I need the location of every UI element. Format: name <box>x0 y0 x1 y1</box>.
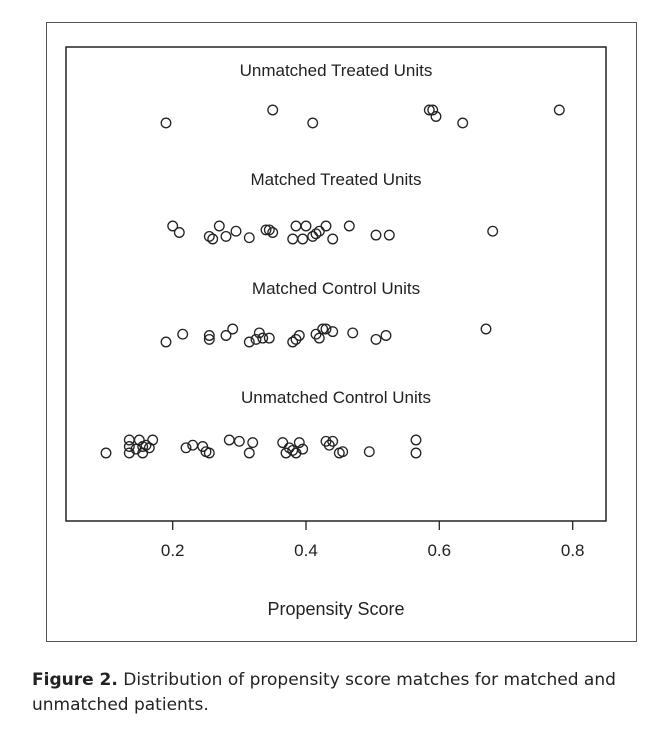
data-point <box>553 104 565 116</box>
data-point <box>233 435 245 447</box>
x-axis: 0.2 0.4 0.6 0.8 <box>161 521 585 560</box>
data-point <box>180 442 192 454</box>
data-point <box>480 323 492 335</box>
group-label: Matched Control Units <box>252 279 420 298</box>
data-point <box>207 233 219 245</box>
data-point <box>423 104 435 116</box>
data-point <box>307 230 319 242</box>
data-point <box>313 225 325 237</box>
data-point <box>380 330 392 341</box>
data-point <box>173 227 185 238</box>
data-point <box>227 323 239 335</box>
data-points <box>100 104 565 459</box>
figure-number: Figure 2. <box>32 670 118 690</box>
data-point <box>203 333 215 345</box>
data-point <box>230 225 242 237</box>
data-point <box>287 336 299 348</box>
data-point <box>297 233 309 245</box>
data-point <box>310 228 322 240</box>
data-point <box>343 220 355 232</box>
data-point <box>370 229 382 241</box>
data-point <box>160 336 172 348</box>
data-point <box>160 117 172 129</box>
data-point <box>320 220 332 232</box>
data-point <box>363 446 375 458</box>
data-point <box>457 117 469 129</box>
data-point <box>383 229 395 241</box>
data-point <box>267 227 279 238</box>
figure-caption: Figure 2. Distribution of propensity sco… <box>32 668 632 718</box>
group-label: Unmatched Treated Units <box>240 61 433 80</box>
x-tick-label: 0.2 <box>161 541 185 560</box>
data-point <box>260 224 272 236</box>
data-point <box>323 439 335 451</box>
plot-area-border <box>65 46 607 522</box>
data-point <box>203 447 215 459</box>
data-point <box>313 332 325 344</box>
data-point <box>410 434 422 446</box>
data-point <box>293 437 305 449</box>
data-point <box>297 443 309 455</box>
x-axis-label: Propensity Score <box>267 599 404 619</box>
data-point <box>220 230 232 242</box>
data-point <box>267 104 279 116</box>
data-point <box>327 326 339 338</box>
data-point <box>430 111 442 122</box>
data-point <box>203 330 215 341</box>
data-point <box>247 437 259 449</box>
data-point <box>427 104 439 116</box>
data-point <box>220 330 232 341</box>
caption-text: Distribution of propensity score matches… <box>32 670 616 715</box>
data-point <box>203 230 215 242</box>
data-point <box>243 447 255 459</box>
x-tick-label: 0.4 <box>294 541 318 560</box>
x-tick-label: 0.6 <box>427 541 451 560</box>
data-point <box>263 332 275 344</box>
data-point <box>167 220 179 232</box>
data-point <box>317 323 329 335</box>
data-point <box>243 336 255 348</box>
data-point <box>277 437 289 449</box>
data-point <box>263 224 275 236</box>
data-point <box>487 225 499 237</box>
data-point <box>243 232 255 244</box>
data-point <box>223 434 235 446</box>
data-point <box>300 220 312 232</box>
data-point <box>370 333 382 345</box>
data-point <box>257 332 269 344</box>
data-point <box>283 442 295 454</box>
group-label: Matched Treated Units <box>250 170 421 189</box>
group-label: Unmatched Control Units <box>241 388 431 407</box>
data-point <box>320 323 332 335</box>
data-point <box>140 439 152 451</box>
data-point <box>133 434 145 446</box>
data-point <box>327 233 339 245</box>
data-point <box>100 447 112 459</box>
x-tick-label: 0.8 <box>561 541 585 560</box>
figure-frame <box>46 22 637 642</box>
data-point <box>347 327 359 339</box>
data-point <box>290 220 302 232</box>
data-point <box>177 328 189 340</box>
data-point <box>307 117 319 129</box>
data-point <box>287 233 299 245</box>
data-point <box>147 434 159 446</box>
data-point <box>327 435 339 447</box>
data-point <box>250 333 262 345</box>
data-point <box>123 441 135 452</box>
data-point <box>410 447 422 459</box>
data-point <box>337 446 349 458</box>
data-point <box>293 330 305 341</box>
data-point <box>213 220 225 232</box>
